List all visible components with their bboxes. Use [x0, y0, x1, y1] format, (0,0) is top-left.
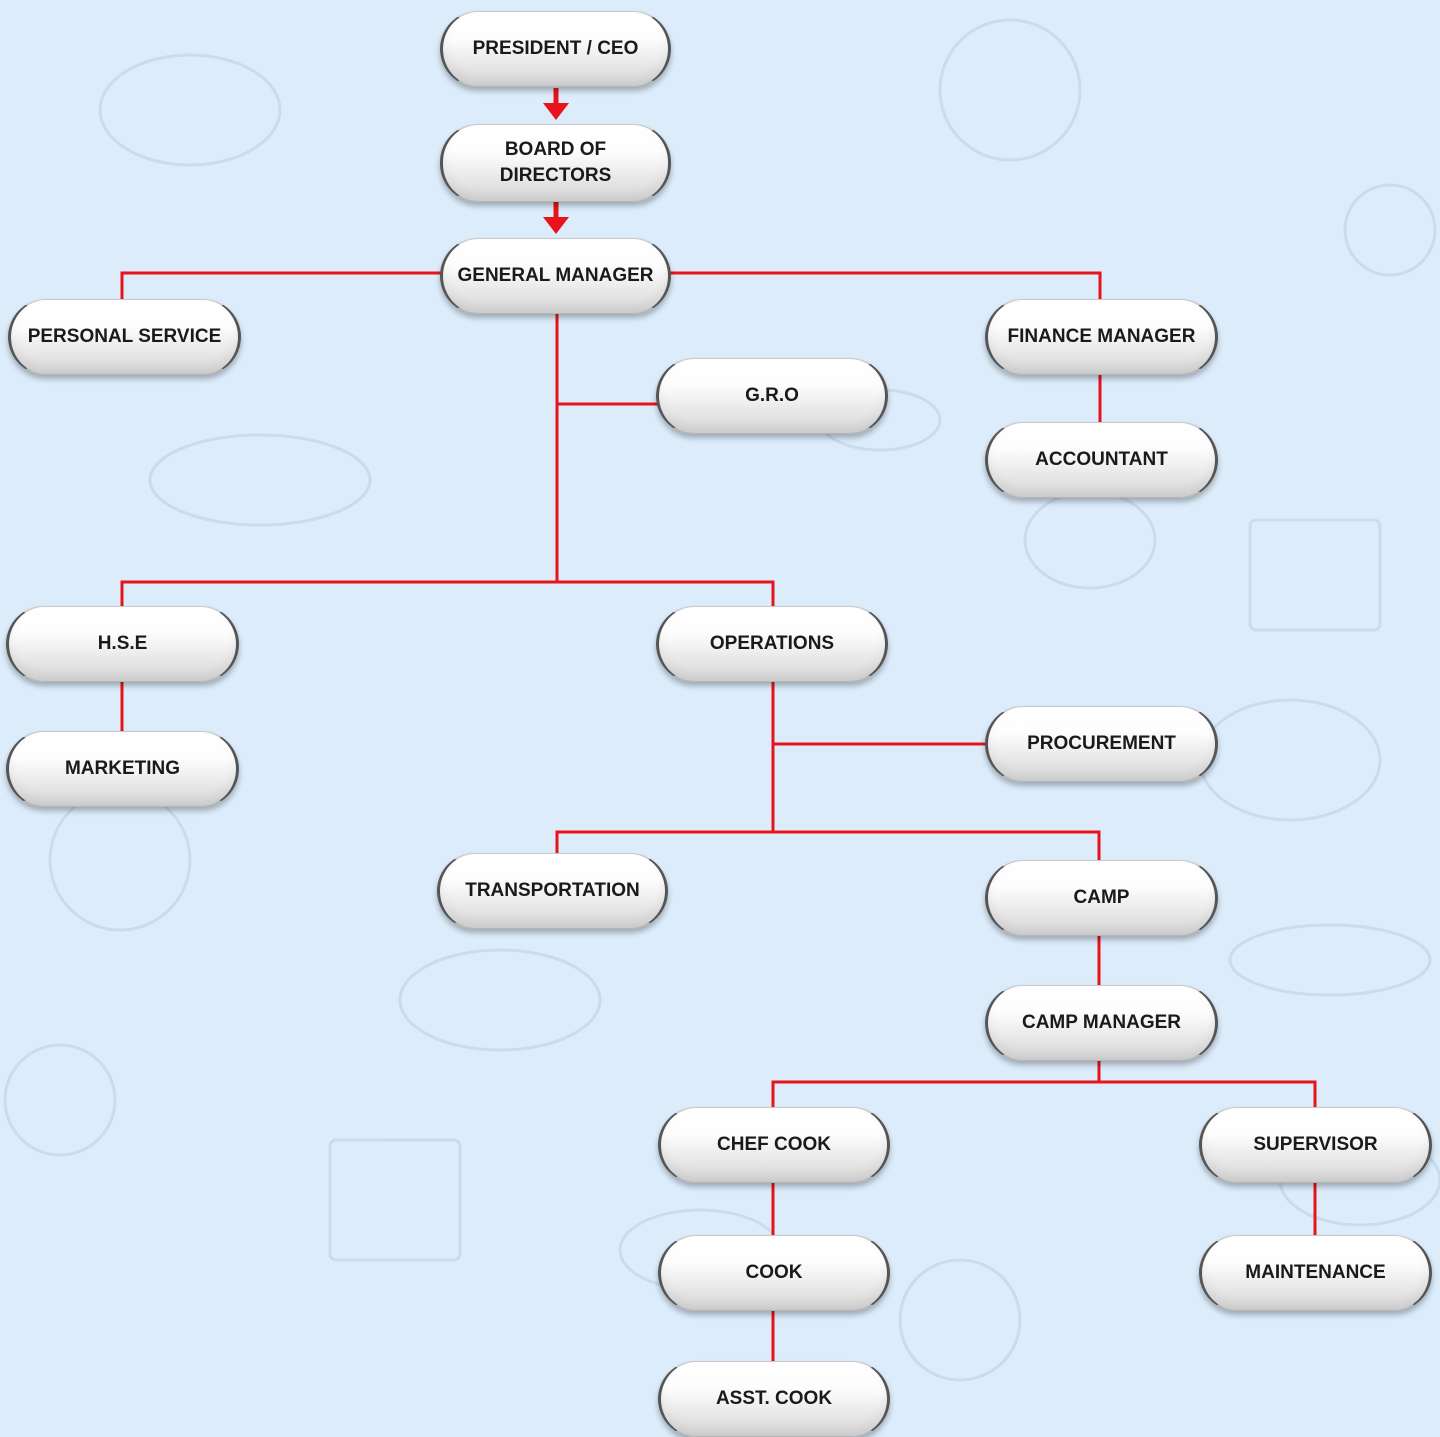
doodle-box-icon-2 [328, 1138, 462, 1262]
doodle-sausage-icon [1228, 923, 1432, 997]
connector-gm-hse-operations [120, 580, 775, 606]
connector-campmanager-chef-supervisor [771, 1080, 1317, 1108]
node-camp-manager: CAMP MANAGER [985, 985, 1218, 1061]
node-board-of-directors: BOARD OF DIRECTORS [440, 124, 671, 202]
node-chef-cook: CHEF COOK [658, 1107, 890, 1183]
node-president-ceo: PRESIDENT / CEO [440, 11, 671, 87]
node-transportation: TRANSPORTATION [437, 853, 668, 929]
node-gro: G.R.O [656, 358, 888, 434]
doodle-fish-icon [98, 53, 282, 167]
doodle-box-icon [1248, 518, 1382, 632]
doodle-cherry-icon [1343, 183, 1437, 277]
node-supervisor: SUPERVISOR [1199, 1107, 1432, 1183]
node-accountant: ACCOUNTANT [985, 422, 1218, 498]
node-procurement: PROCUREMENT [985, 706, 1218, 782]
doodle-egg-icon-2 [898, 1258, 1022, 1382]
doodle-onion-icon [3, 1043, 117, 1157]
connector-gm-personal-service [120, 271, 442, 300]
node-personal-service: PERSONAL SERVICE [8, 299, 241, 375]
node-asst-cook: ASST. COOK [658, 1361, 890, 1437]
node-cook: COOK [658, 1235, 890, 1311]
doodle-fish-icon-2 [398, 948, 602, 1052]
node-hse: H.S.E [6, 606, 239, 682]
connector-gm-finance [670, 271, 1102, 300]
node-maintenance: MAINTENANCE [1199, 1235, 1432, 1311]
node-finance-manager: FINANCE MANAGER [985, 299, 1218, 375]
doodle-bread-icon [148, 433, 372, 527]
node-marketing: MARKETING [6, 731, 239, 807]
arrow-down-icon-board-gm [543, 217, 569, 234]
arrow-down-icon-ceo-board [543, 103, 569, 120]
connector-operations-transport-camp [555, 830, 1101, 860]
node-operations: OPERATIONS [656, 606, 888, 682]
doodle-tomato-icon [938, 18, 1082, 162]
node-general-manager: GENERAL MANAGER [440, 238, 671, 314]
node-camp: CAMP [985, 860, 1218, 936]
